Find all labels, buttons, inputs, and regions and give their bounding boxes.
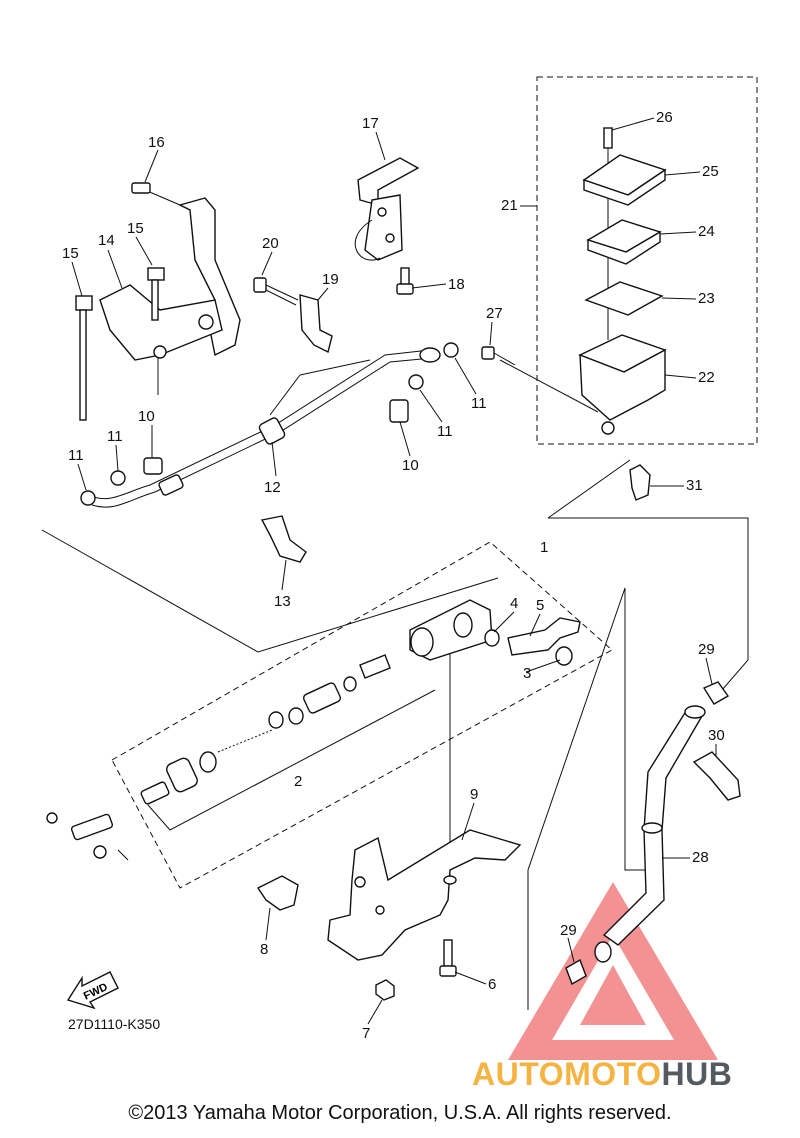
washer-3 (555, 646, 573, 666)
bolt-20 (253, 277, 299, 306)
hose-joint-5 (507, 617, 581, 656)
callout-11-b: 11 (107, 428, 123, 445)
callout-7: 7 (362, 1025, 370, 1042)
clamp-19 (299, 294, 333, 354)
callout-6: 6 (488, 976, 496, 993)
callout-15-a: 15 (62, 245, 79, 262)
washer-11-c (408, 374, 424, 390)
cable-tie-left (75, 295, 93, 421)
cable-tie-right (147, 267, 165, 321)
callout-3: 3 (523, 665, 531, 682)
callout-12: 12 (264, 479, 281, 496)
callout-25: 25 (702, 163, 719, 180)
watermark-part-a: AUTOMOTO (472, 1056, 662, 1092)
reference-code: 27D1110-K350 (68, 1016, 161, 1032)
reservoir-assembly (578, 127, 667, 435)
washer-11-a (80, 490, 96, 506)
watermark-text: AUTOMOTOHUB (472, 1056, 732, 1093)
callout-22: 22 (698, 369, 715, 386)
clip-31 (547, 459, 651, 519)
holder-bracket-17 (354, 157, 420, 261)
callout-29-b: 29 (560, 922, 577, 939)
callout-29-a: 29 (698, 641, 715, 658)
callout-9: 9 (470, 786, 478, 803)
callout-20: 20 (262, 235, 279, 252)
reservoir-group-box (536, 76, 758, 445)
hose-28 (594, 705, 706, 963)
clutch-hose (87, 347, 441, 508)
clutch-bracket-9 (327, 829, 522, 961)
union-bolt-10-a (143, 457, 163, 475)
callout-2: 2 (294, 773, 302, 790)
washer-11-d (443, 342, 459, 358)
watermark-part-b: HUB (661, 1056, 733, 1092)
callout-28: 28 (692, 849, 709, 866)
o-ring-4 (484, 629, 500, 647)
bolt-27 (481, 346, 599, 413)
bolt-6 (439, 939, 457, 977)
callout-16: 16 (148, 134, 165, 151)
nut-7 (375, 979, 395, 1001)
callout-11-c: 11 (437, 423, 453, 440)
callout-27: 27 (486, 305, 503, 322)
hose-clamp-13 (260, 515, 307, 563)
callout-26: 26 (656, 109, 673, 126)
callout-8: 8 (260, 941, 268, 958)
union-bolt-10-b (389, 399, 409, 423)
callout-11-a: 11 (68, 447, 84, 464)
callout-1: 1 (540, 539, 548, 556)
callout-leaders (71, 117, 717, 1025)
callout-10-b: 10 (402, 457, 419, 474)
bracket-assembly (99, 182, 241, 395)
callout-19: 19 (322, 271, 339, 288)
callout-10-a: 10 (138, 408, 155, 425)
callout-23: 23 (698, 290, 715, 307)
master-cylinder-group-box (111, 541, 613, 889)
hose-clamp-29-top (702, 681, 730, 705)
watermark-logo-icon (508, 882, 718, 1060)
callout-24: 24 (698, 223, 715, 240)
hose-clamp-29-bottom (565, 958, 587, 986)
callout-14: 14 (98, 232, 115, 249)
callout-31: 31 (686, 477, 703, 494)
piston-assembly-2 (140, 654, 436, 831)
master-cylinder-body (409, 599, 581, 666)
callout-17: 17 (362, 115, 379, 132)
callout-30: 30 (708, 727, 725, 744)
callout-13: 13 (274, 593, 291, 610)
callout-4: 4 (510, 595, 518, 612)
callout-labels: 1 2 3 4 5 6 7 8 9 10 10 11 11 11 11 12 1… (62, 109, 725, 1042)
sensor-30 (692, 751, 741, 801)
pushrod-clevis (46, 812, 129, 861)
callout-18: 18 (448, 276, 465, 293)
copyright-notice: ©2013 Yamaha Motor Corporation, U.S.A. A… (128, 1102, 672, 1124)
callout-21: 21 (501, 197, 518, 214)
bolt-18 (396, 267, 414, 295)
callout-11-d: 11 (471, 395, 487, 412)
callout-5: 5 (536, 597, 544, 614)
callout-15-b: 15 (127, 220, 144, 237)
fwd-arrow-icon: FWD (66, 971, 119, 1010)
switch-8 (256, 875, 299, 911)
washer-11-b (110, 470, 126, 486)
